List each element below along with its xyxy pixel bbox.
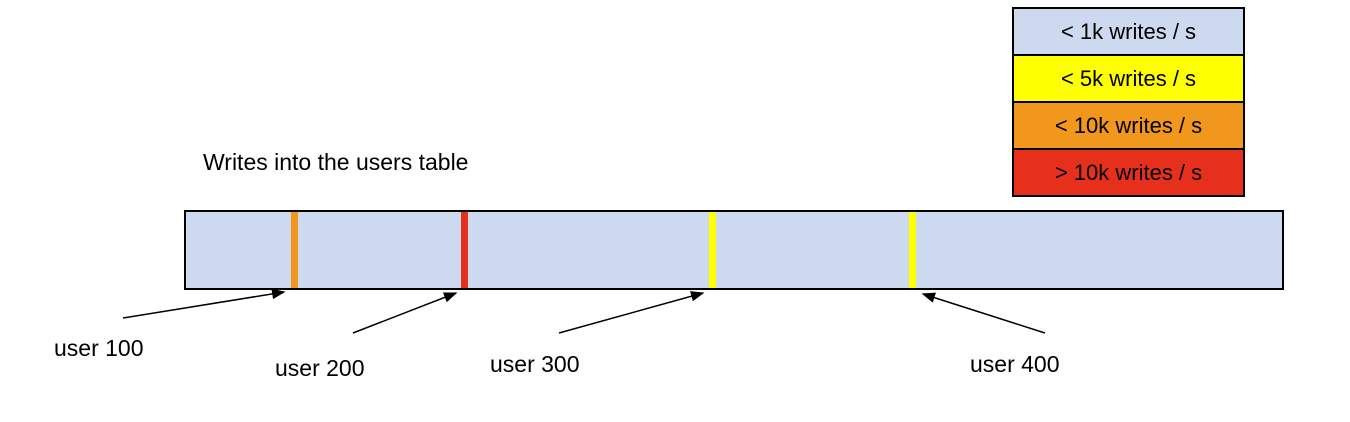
arrow-user-200 xyxy=(352,292,458,334)
user-label-100: user 100 xyxy=(54,335,144,361)
arrow-user-100 xyxy=(122,288,286,319)
legend-item-lt-10k: < 10k writes / s xyxy=(1014,103,1243,150)
diagram-title: Writes into the users table xyxy=(203,149,469,175)
arrow-user-300 xyxy=(558,291,705,334)
users-table-bar xyxy=(184,210,1284,290)
arrow-user-400 xyxy=(921,292,1046,334)
legend-item-gt-10k: > 10k writes / s xyxy=(1014,150,1243,195)
user-label-200: user 200 xyxy=(275,355,365,381)
legend-item-lt-1k: < 1k writes / s xyxy=(1014,9,1243,56)
bar-marker-user-300 xyxy=(708,212,716,288)
bar-marker-user-400 xyxy=(909,212,917,288)
bar-marker-user-100 xyxy=(291,212,298,288)
user-label-400: user 400 xyxy=(970,351,1060,377)
legend-item-lt-5k: < 5k writes / s xyxy=(1014,56,1243,103)
user-label-300: user 300 xyxy=(490,351,580,377)
write-rate-legend: < 1k writes / s < 5k writes / s < 10k wr… xyxy=(1012,7,1245,197)
bar-marker-user-200 xyxy=(460,212,468,288)
